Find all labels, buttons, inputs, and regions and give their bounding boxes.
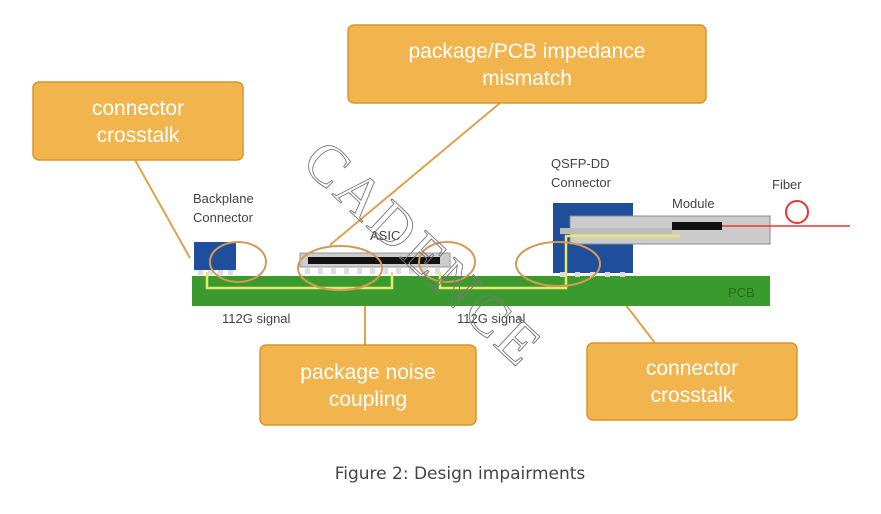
fiber-loop-icon: [785, 200, 809, 224]
qsfp-label-2: Connector: [551, 175, 612, 190]
signal-label-left: 112G signal: [222, 311, 291, 326]
svg-text:mismatch: mismatch: [482, 67, 572, 90]
svg-text:connector: connector: [646, 357, 738, 380]
figure-caption: Figure 2: Design impairments: [335, 464, 586, 484]
callout-package-noise-coupling: package noise coupling: [259, 344, 477, 426]
qsfp-pins: [560, 272, 625, 277]
signal-trace-left: [205, 272, 394, 290]
fiber-label: Fiber: [772, 177, 802, 192]
backplane-label-2: Connector: [193, 210, 254, 225]
svg-text:connector: connector: [92, 97, 184, 120]
backplane-label-1: Backplane: [193, 191, 254, 206]
module-chip: [672, 222, 722, 230]
callout-connector-crosstalk-bottom: connector crosstalk: [586, 342, 798, 421]
leader-lines: [134, 102, 656, 345]
signal-trace-right: [438, 234, 680, 290]
module-label: Module: [672, 196, 715, 211]
backplane-connector: [194, 242, 236, 270]
svg-text:package noise: package noise: [300, 361, 435, 384]
svg-text:crosstalk: crosstalk: [97, 124, 180, 147]
asic-label: ASIC: [370, 228, 400, 243]
asic-balls: [305, 268, 440, 274]
callout-connector-crosstalk-top: connector crosstalk: [32, 81, 244, 161]
signal-label-right: 112G signal: [457, 311, 526, 326]
pcb-label: PCB: [728, 285, 755, 300]
asic-die: [308, 257, 440, 264]
svg-text:coupling: coupling: [329, 388, 407, 411]
svg-text:package/PCB impedance: package/PCB impedance: [409, 40, 646, 63]
module-card: [560, 228, 672, 234]
pcb-board: [192, 276, 770, 306]
callout-impedance-mismatch: package/PCB impedance mismatch: [347, 24, 707, 104]
impairment-highlights: [209, 241, 601, 291]
backplane-pins: [198, 270, 233, 275]
svg-text:crosstalk: crosstalk: [651, 384, 734, 407]
qsfp-label-1: QSFP-DD: [551, 156, 610, 171]
